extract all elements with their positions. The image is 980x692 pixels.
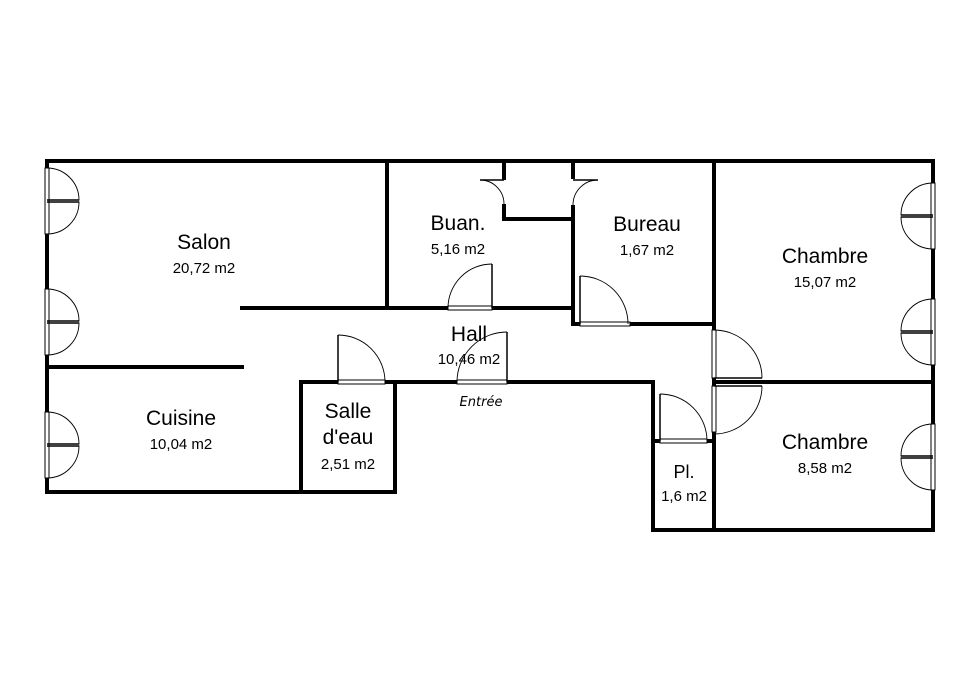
window-salon-upper [44,167,80,235]
room-name-chambre1: Chambre [782,245,868,268]
room-area-chambre2: 8,58 m2 [798,460,852,477]
entrance-label: Entrée [460,395,503,410]
door-entree [456,331,508,385]
window-salon-lower [44,288,80,356]
window-chambre1-lower [900,298,936,366]
room-name-salle-line1: Salle [325,400,372,423]
doors [337,179,763,444]
room-name-hall: Hall [451,323,487,346]
door-closet [479,179,505,205]
room-area-cuisine: 10,04 m2 [150,436,213,453]
room-area-buan: 5,16 m2 [431,241,485,258]
room-area-salle: 2,51 m2 [321,456,375,473]
room-area-placard: 1,6 m2 [661,488,707,505]
window-cuisine [44,411,80,479]
window-chambre1-upper [900,182,936,250]
room-area-bureau: 1,67 m2 [620,242,674,259]
door-chambre1 [711,329,763,379]
room-name-bureau: Bureau [613,213,681,236]
room-name-buan: Buan. [431,212,486,235]
room-name-cuisine: Cuisine [146,407,216,430]
room-area-salon: 20,72 m2 [173,260,236,277]
door-chambre2 [711,385,763,435]
window-chambre2 [900,423,936,491]
room-area-hall: 10,46 m2 [438,351,501,368]
room-area-chambre1: 15,07 m2 [794,274,857,291]
door-salle-deau [337,334,386,385]
room-name-chambre2: Chambre [782,431,868,454]
door-buan [447,263,493,311]
room-name-placard: Pl. [673,462,694,482]
door-bureau-top [572,179,599,206]
door-placard [659,393,708,444]
windows [44,167,936,491]
door-bureau [579,275,631,327]
room-name-salon: Salon [177,231,231,254]
room-name-salle-line2: d'eau [323,426,374,449]
room-labels: Salon 20,72 m2 Buan. 5,16 m2 Bureau 1,67… [146,212,868,505]
